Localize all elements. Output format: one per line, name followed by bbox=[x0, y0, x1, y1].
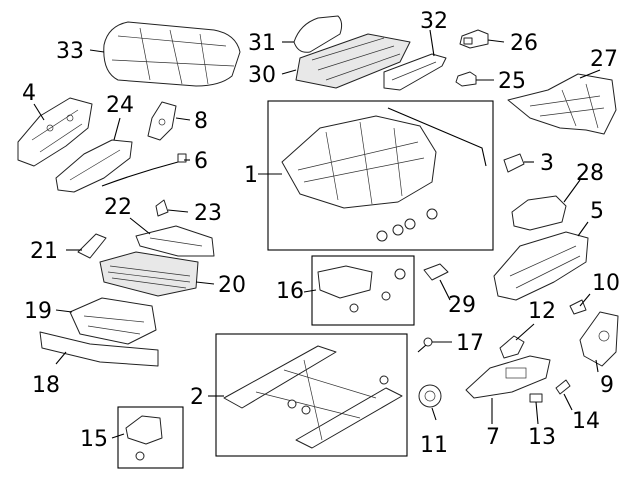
connector-25-part bbox=[455, 71, 477, 87]
module-28-part bbox=[511, 195, 567, 231]
knob-14-part bbox=[555, 379, 571, 395]
callout-12: 12 bbox=[528, 299, 556, 324]
callout-13: 13 bbox=[528, 425, 556, 450]
bolster-frame-part bbox=[69, 297, 157, 345]
seat-track-part bbox=[223, 345, 403, 449]
callout-9: 9 bbox=[600, 373, 614, 398]
foam-pad-part bbox=[293, 15, 343, 53]
heater-mat-part bbox=[295, 33, 411, 89]
callout-20: 20 bbox=[218, 273, 246, 298]
callout-labels: 33 31 30 32 26 25 27 4 24 8 6 23 22 21 2… bbox=[22, 9, 620, 458]
callout-32: 32 bbox=[420, 9, 448, 34]
seat-pan-part bbox=[507, 73, 617, 135]
bolt-17-part bbox=[417, 337, 433, 353]
side-cover-part bbox=[55, 139, 133, 193]
seat-frame-part bbox=[281, 107, 487, 242]
callout-19: 19 bbox=[24, 299, 52, 324]
side-trim-part bbox=[383, 53, 447, 91]
callout-21: 21 bbox=[30, 239, 58, 264]
callout-11: 11 bbox=[420, 433, 448, 458]
callout-14: 14 bbox=[572, 409, 600, 434]
callout-8: 8 bbox=[194, 109, 208, 134]
callout-6: 6 bbox=[194, 149, 208, 174]
connector-3-part bbox=[503, 153, 525, 173]
callout-26: 26 bbox=[510, 31, 538, 56]
callout-15: 15 bbox=[80, 427, 108, 452]
callout-4: 4 bbox=[22, 81, 36, 106]
cable-6-part bbox=[101, 153, 187, 187]
adjuster-frame-part bbox=[493, 231, 589, 301]
motor-11-part bbox=[418, 384, 442, 408]
side-cover-9-part bbox=[579, 311, 619, 367]
track-group-box bbox=[215, 333, 408, 457]
block-29-part bbox=[423, 263, 449, 281]
callout-31: 31 bbox=[248, 31, 276, 56]
support-panel-part bbox=[135, 225, 215, 257]
lumbar-mat-part bbox=[99, 251, 199, 297]
backrest-bracket-part bbox=[17, 97, 93, 167]
callout-28: 28 bbox=[576, 161, 604, 186]
callout-29: 29 bbox=[448, 293, 476, 318]
seat-cushion-part bbox=[103, 21, 241, 87]
seat-frame-group-box bbox=[267, 100, 494, 251]
clip-23-part bbox=[155, 199, 169, 217]
callout-5: 5 bbox=[590, 199, 604, 224]
callout-2: 2 bbox=[190, 385, 204, 410]
switch-15-part bbox=[125, 415, 163, 461]
clip-26-part bbox=[459, 29, 489, 49]
callout-24: 24 bbox=[106, 93, 134, 118]
switch-group-box bbox=[117, 406, 184, 469]
callout-30: 30 bbox=[248, 63, 276, 88]
callout-7: 7 bbox=[486, 425, 500, 450]
bracket-8-part bbox=[147, 101, 177, 141]
callout-16: 16 bbox=[276, 279, 304, 304]
trim-panel-18-part bbox=[39, 331, 159, 367]
motor-16-part bbox=[317, 265, 406, 313]
callout-23: 23 bbox=[194, 201, 222, 226]
callout-3: 3 bbox=[540, 151, 554, 176]
switch-panel-part bbox=[465, 355, 551, 399]
callout-17: 17 bbox=[456, 331, 484, 356]
callout-18: 18 bbox=[32, 373, 60, 398]
leader-lines bbox=[33, 29, 601, 439]
callout-27: 27 bbox=[590, 47, 618, 72]
callout-1: 1 bbox=[244, 163, 258, 188]
switch-12-part bbox=[499, 335, 525, 359]
callout-33: 33 bbox=[56, 39, 84, 64]
callout-25: 25 bbox=[498, 69, 526, 94]
clip-21-part bbox=[77, 233, 107, 259]
callout-22: 22 bbox=[104, 195, 132, 220]
callout-10: 10 bbox=[592, 271, 620, 296]
button-13-part bbox=[529, 393, 543, 403]
